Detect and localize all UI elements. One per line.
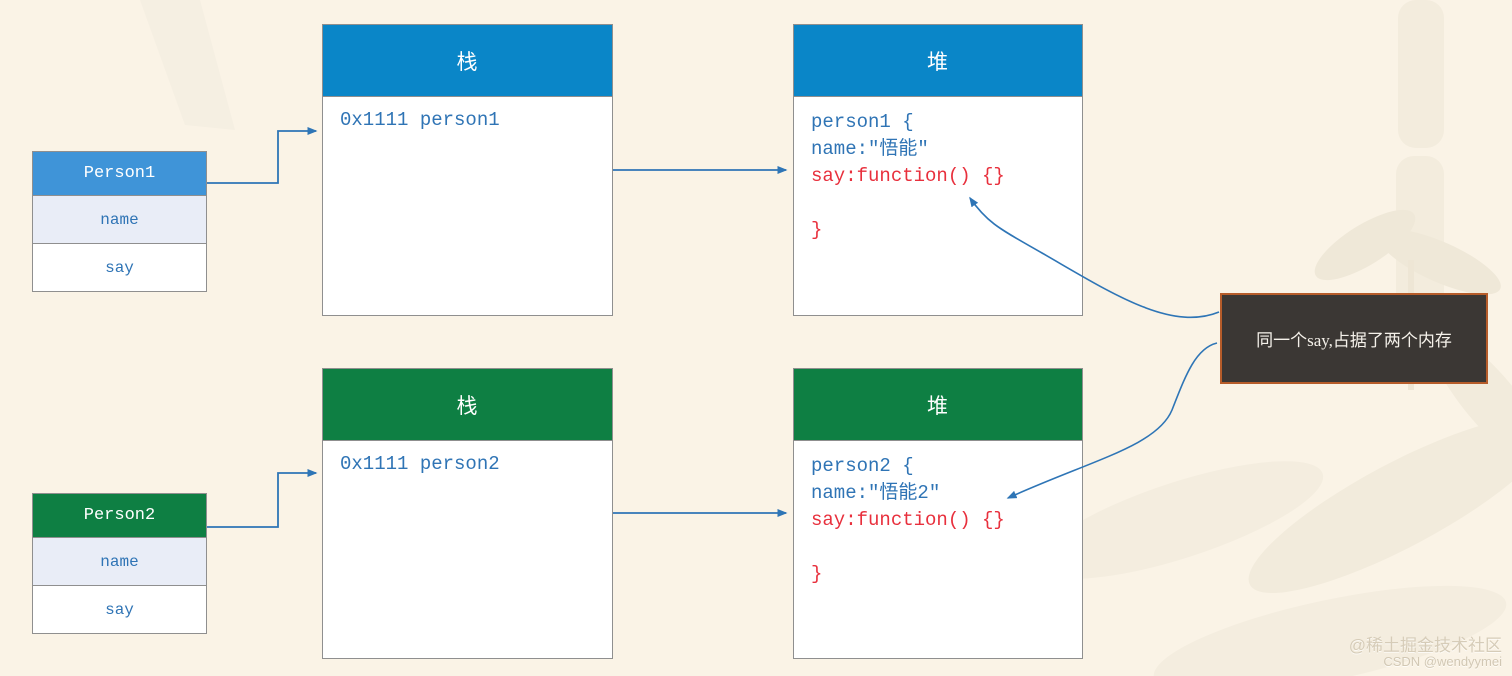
heap2-title: 堆 — [794, 369, 1082, 441]
heap1-line-name: name:″悟能″ — [811, 138, 929, 160]
heap2-line-blank — [811, 534, 1065, 561]
heap2-line-say-function: say:function() {} — [811, 509, 1005, 531]
annotation-text: 同一个say,占据了两个内存 — [1256, 331, 1452, 350]
annotation-callout: 同一个say,占据了两个内存 — [1220, 293, 1488, 384]
stack2-box: 栈 0x1111 person2 — [322, 368, 613, 659]
heap1-title: 堆 — [794, 25, 1082, 97]
arrow-person1-to-stack1 — [207, 127, 318, 184]
person1-row-name: name — [33, 195, 206, 243]
heap1-line-object-close: } — [811, 219, 823, 241]
person2-class-table: Person2 name say — [32, 493, 207, 634]
person2-table-title: Person2 — [33, 494, 206, 537]
heap1-box: 堆 person1 { name:″悟能″ say:function() {} … — [793, 24, 1083, 316]
arrow-person2-to-stack2 — [207, 469, 318, 528]
stack2-title: 栈 — [323, 369, 612, 441]
heap2-box: 堆 person2 { name:″悟能2″ say:function() {}… — [793, 368, 1083, 659]
heap2-line-object-open: person2 { — [811, 455, 914, 477]
stack1-entry: 0x1111 person1 — [340, 109, 500, 131]
person1-row-say: say — [33, 243, 206, 291]
person2-row-name: name — [33, 537, 206, 585]
person1-class-table: Person1 name say — [32, 151, 207, 292]
watermark: @稀土掘金技术社区 CSDN @wendyymei — [1349, 636, 1502, 670]
stack1-box: 栈 0x1111 person1 — [322, 24, 613, 316]
person2-row-say: say — [33, 585, 206, 633]
heap2-line-object-close: } — [811, 563, 823, 585]
watermark-line2: CSDN @wendyymei — [1383, 654, 1502, 670]
heap1-line-blank — [811, 190, 1065, 217]
watermark-line1: @稀土掘金技术社区 — [1348, 635, 1502, 655]
heap2-line-name: name:″悟能2″ — [811, 482, 941, 504]
heap1-line-say-function: say:function() {} — [811, 165, 1005, 187]
person1-table-title: Person1 — [33, 152, 206, 195]
heap1-line-object-open: person1 { — [811, 111, 914, 133]
stack2-entry: 0x1111 person2 — [340, 453, 500, 475]
stack1-title: 栈 — [323, 25, 612, 97]
